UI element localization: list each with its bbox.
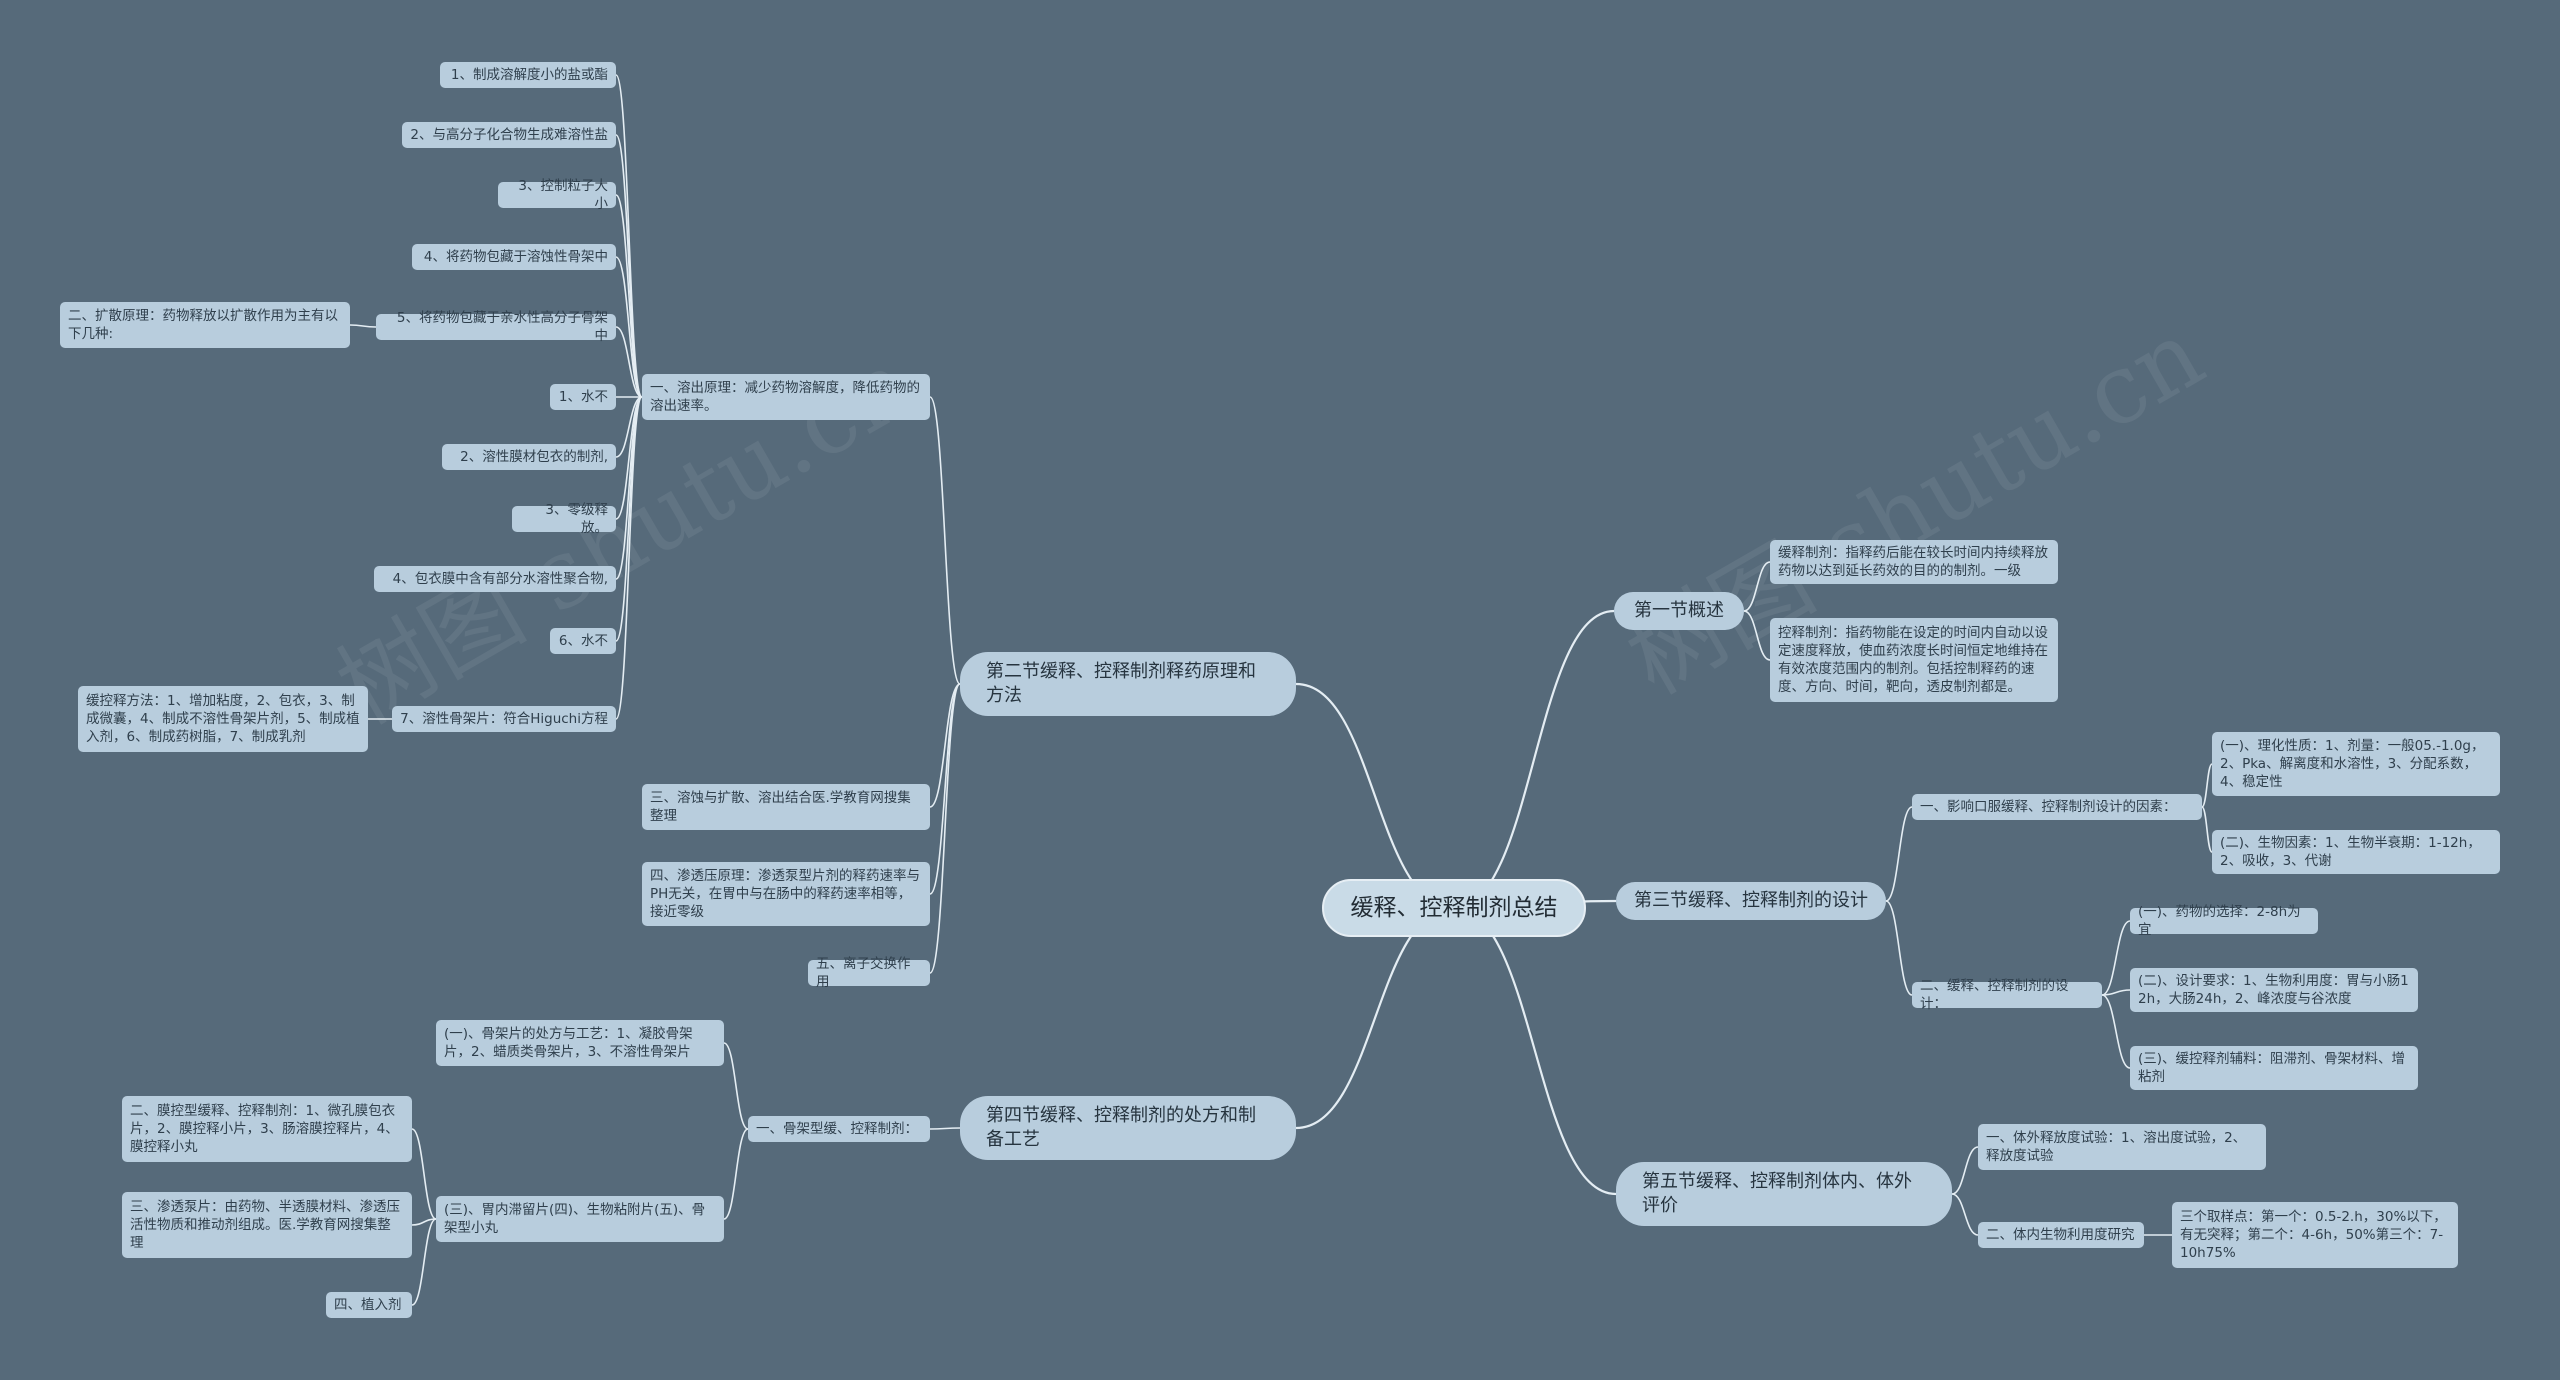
connector-s2dis-s2d9 <box>615 396 643 580</box>
section-2-principles[interactable]: 第二节缓释、控释制剂释药原理和方法 <box>960 652 1296 716</box>
diffusion-item-7[interactable]: 7、溶性骨架片：符合Higuchi方程 <box>392 706 616 732</box>
osmotic-pressure-principle[interactable]: 四、渗透压原理：渗透泵型片剂的释药速率与PH无关，在胃中与在肠中的释药速率相等，… <box>642 862 930 926</box>
connector-s1-s1c1 <box>1743 561 1771 612</box>
connector-root-s1 <box>1453 609 1615 910</box>
design-factors[interactable]: 一、影响口服缓释、控释制剂设计的因素： <box>1912 794 2202 820</box>
connector-s3-s3g <box>1885 900 1913 996</box>
connector-s2dis-s2d10 <box>615 396 643 642</box>
connector-s4a2-s4b1 <box>411 1128 437 1220</box>
connector-s4a2-s4b3 <box>411 1218 437 1306</box>
connector-s2-s2c5 <box>929 683 961 974</box>
diffusion-item-1[interactable]: 1、水不 <box>550 384 616 410</box>
connector-s5-s5e1 <box>1951 1146 1979 1195</box>
section-1-overview[interactable]: 第一节概述 <box>1614 592 1744 630</box>
connector-s3g-s3g1 <box>2101 920 2131 996</box>
connector-s3-s3f <box>1885 806 1913 902</box>
controlled-release-methods[interactable]: 缓控释方法：1、增加粘度，2、包衣，3、制成微囊，4、制成不溶性骨架片剂，5、制… <box>78 686 368 752</box>
connector-s2d5-s2dif <box>349 324 377 328</box>
section-3-design[interactable]: 第三节缓释、控释制剂的设计 <box>1616 882 1886 920</box>
matrix-tablet-formulation[interactable]: (一)、骨架片的处方与工艺：1、凝胶骨架片，2、蜡质类骨架片，3、不溶性骨架片 <box>436 1020 724 1066</box>
connector-s2dis-s2d4 <box>615 256 643 398</box>
sustained-release-definition[interactable]: 缓释制剂：指释药后能在较长时间内持续释放药物以达到延长药效的目的的制剂。一级 <box>1770 540 2058 584</box>
connector-s2-s2dis <box>929 396 961 685</box>
diffusion-item-3[interactable]: 3、零级释放。 <box>512 502 616 536</box>
biological-factors[interactable]: (二)、生物因素：1、生物半衰期：1-12h，2、吸收，3、代谢 <box>2212 830 2500 874</box>
connector-s4a2-s4b2 <box>411 1218 437 1226</box>
connector-s2dis-s2d2 <box>615 134 643 398</box>
diffusion-principle[interactable]: 二、扩散原理：药物释放以扩散作用为主有以下几种: <box>60 302 350 348</box>
connector-s3f-s3f1 <box>2201 763 2213 808</box>
in-vitro-release-test[interactable]: 一、体外释放度试验：1、溶出度试验，2、释放度试验 <box>1978 1124 2266 1170</box>
connector-s4-s4a <box>929 1127 961 1130</box>
section-4-formulation[interactable]: 第四节缓释、控释制剂的处方和制备工艺 <box>960 1096 1296 1160</box>
connector-s3g-s3g2 <box>2101 989 2131 996</box>
sampling-points[interactable]: 三个取样点：第一个：0.5-2.h，30%以下，有无突释；第二个：4-6h，50… <box>2172 1202 2458 1268</box>
erosion-diffusion-principle[interactable]: 三、溶蚀与扩散、溶出结合医.学教育网搜集整理 <box>642 784 930 830</box>
connector-s2-s2c3 <box>929 683 961 808</box>
dissolution-method-4[interactable]: 4、将药物包藏于溶蚀性骨架中 <box>412 244 616 270</box>
diffusion-item-2[interactable]: 2、溶性膜材包衣的制剂, <box>442 444 616 470</box>
diffusion-item-6[interactable]: 6、水不 <box>550 628 616 654</box>
connector-s2dis-s2d11 <box>615 396 643 720</box>
connector-s5-s5e2 <box>1951 1193 1979 1236</box>
dissolution-method-2[interactable]: 2、与高分子化合物生成难溶性盐 <box>402 122 616 148</box>
connector-s2-s2c4 <box>929 683 961 895</box>
connector-s2dis-s2d5 <box>615 326 643 398</box>
membrane-controlled-preparations[interactable]: 二、膜控型缓释、控释制剂：1、微孔膜包衣片，2、膜控释小片，3、肠溶膜控释片，4… <box>122 1096 412 1162</box>
root-topic[interactable]: 缓释、控释制剂总结 <box>1322 879 1586 937</box>
formulation-design[interactable]: 二、缓释、控释制剂的设计： <box>1912 978 2102 1012</box>
gastric-retention-tablets[interactable]: (三)、胃内滞留片(四)、生物粘附片(五)、骨架型小丸 <box>436 1196 724 1242</box>
connector-root-s2 <box>1295 682 1455 910</box>
ion-exchange[interactable]: 五、离子交换作用 <box>808 956 930 990</box>
physicochemical-properties[interactable]: (一)、理化性质：1、剂量：一般05.-1.0g，2、Pka、解离度和水溶性，3… <box>2212 732 2500 796</box>
connector-s4a-s4a1 <box>723 1042 749 1130</box>
connector-root-s5 <box>1453 906 1617 1196</box>
dissolution-principle[interactable]: 一、溶出原理：减少药物溶解度，降低药物的溶出速率。 <box>642 374 930 420</box>
in-vivo-bioavailability[interactable]: 二、体内生物利用度研究 <box>1978 1222 2144 1248</box>
osmotic-pump-tablets[interactable]: 三、渗透泵片：由药物、半透膜材料、渗透压活性物质和推动剂组成。医.学教育网搜集整… <box>122 1192 412 1258</box>
matrix-type-preparations[interactable]: 一、骨架型缓、控释制剂： <box>748 1116 930 1142</box>
section-5-evaluation[interactable]: 第五节缓释、控释制剂体内、体外评价 <box>1616 1162 1952 1226</box>
diffusion-item-4[interactable]: 4、包衣膜中含有部分水溶性聚合物, <box>374 566 616 592</box>
implants[interactable]: 四、植入剂 <box>326 1292 412 1318</box>
controlled-release-definition[interactable]: 控释制剂：指药物能在设定的时间内自动以设定速度释放，使血药浓度长时间恒定地维持在… <box>1770 618 2058 702</box>
connector-s2dis-s2d3 <box>615 194 643 398</box>
dissolution-method-3[interactable]: 3、控制粒子大小 <box>498 178 616 212</box>
connector-s1-s1c2 <box>1743 610 1771 661</box>
connector-s2dis-s2d8 <box>615 396 643 520</box>
excipients[interactable]: (三)、缓控释剂辅料：阻滞剂、骨架材料、增粘剂 <box>2130 1046 2418 1090</box>
design-requirements[interactable]: (二)、设计要求：1、生物利用度：胃与小肠12h，大肠24h，2、峰浓度与谷浓度 <box>2130 968 2418 1012</box>
dissolution-method-5[interactable]: 5、将药物包藏于亲水性高分子骨架中 <box>376 310 616 344</box>
drug-selection[interactable]: (一)、药物的选择：2-8h为宜 <box>2130 904 2318 938</box>
connector-s3f-s3f2 <box>2201 806 2213 853</box>
connector-root-s4 <box>1295 906 1455 1130</box>
connector-s4a-s4a2 <box>723 1128 749 1220</box>
connector-s2dis-s2d1 <box>615 74 643 398</box>
connector-s2dis-s2d7 <box>615 396 643 458</box>
dissolution-method-1[interactable]: 1、制成溶解度小的盐或酯 <box>440 62 616 88</box>
connector-s3g-s3g3 <box>2101 994 2131 1069</box>
